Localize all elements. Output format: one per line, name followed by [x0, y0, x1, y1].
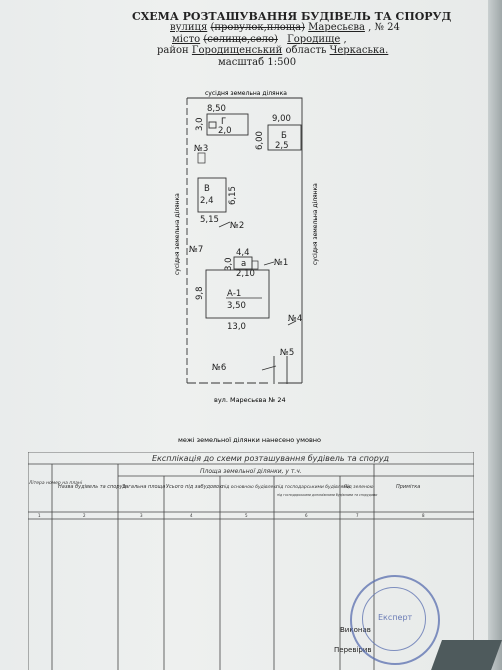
building-g-annex: [208, 121, 217, 129]
building-a-small-width: 4,4: [236, 248, 250, 258]
site-plan: сусідня земельна ділянка сусідня земельн…: [174, 90, 321, 444]
col-header-note: Примітка: [396, 484, 420, 490]
building-b-area: 2,5: [275, 141, 289, 151]
plot-boundary-top-right: [187, 97, 303, 383]
col-number-7: 7: [356, 513, 359, 518]
building-a1-letter: А-1: [227, 289, 241, 299]
building-a1: [205, 269, 270, 319]
seal-text: Експерт: [378, 613, 413, 622]
building-a-small-area: 2,10: [236, 269, 255, 279]
col-header-green: Під зеленою: [344, 484, 374, 490]
col-number-8: 8: [422, 513, 425, 518]
table-title: Експлікація до схеми розташування будіве…: [152, 454, 390, 463]
background-edge: [488, 0, 502, 670]
building-b-width: 9,00: [272, 114, 291, 124]
marker-3: №3: [194, 144, 208, 154]
building-b: [267, 124, 302, 151]
street-type: вулиця: [170, 22, 208, 33]
marker-4: №4: [288, 314, 302, 324]
col-number-2: 2: [83, 513, 86, 518]
building-g-letter: Г: [221, 117, 226, 127]
marker-5: №5: [280, 348, 294, 358]
col-header-name: Назва будівель та споруд: [58, 484, 127, 490]
settlement-label: місто: [172, 34, 201, 45]
col-header-farm: під господарськими допоміжними будівлями…: [277, 493, 377, 497]
building-g-area: 2,0: [218, 126, 232, 136]
table-group-header: Площа земельної ділянки, у т.ч.: [200, 468, 302, 475]
col-number-4: 4: [190, 513, 193, 518]
boundary-note: межі земельної ділянки нанесено умовно: [178, 436, 321, 444]
marker-1-leader: [263, 261, 275, 266]
col-header-no: Літера номер на плані: [28, 480, 83, 486]
region-name: Черкаська.: [329, 45, 389, 56]
col-number-3: 3: [140, 513, 143, 518]
marker-2: №2: [230, 221, 244, 231]
neighbor-left-label: сусідня земельна ділянка: [174, 193, 181, 275]
building-g-width: 8,50: [207, 104, 226, 114]
col-header-total: Загальна площа: [122, 484, 165, 490]
settlement-alt: (селище,село): [203, 34, 278, 45]
street-name: Маресьєва: [308, 22, 365, 33]
building-g-depth: 3,0: [195, 117, 205, 131]
building-v-area: 2,4: [200, 196, 214, 206]
marker-1: №1: [274, 258, 288, 268]
background-strip: [431, 640, 502, 670]
official-seal: Експерт: [350, 575, 440, 665]
marker-6: №6: [212, 363, 226, 373]
checker-label: Перевірив: [334, 646, 372, 654]
building-v-width: 5,15: [200, 215, 219, 225]
marker-2-leader: [218, 221, 231, 228]
building-a1-area: 3,50: [227, 301, 246, 311]
explication-table: Експлікація до схеми розташування будіве…: [28, 452, 474, 670]
building-a-small-letter: а: [241, 259, 246, 269]
street-label: вул. Маресьєва № 24: [214, 396, 286, 404]
address-settlement-line: місто (селище,село) Городище ,: [172, 34, 347, 45]
street-type-alt: (провулок,площа): [210, 22, 305, 33]
building-v-depth: 6,15: [228, 186, 238, 205]
marker-box-3: [197, 152, 206, 164]
seal-inner-ring: [362, 587, 426, 651]
neighbor-top-label: сусідня земельна ділянка: [205, 90, 287, 97]
col-number-5: 5: [245, 513, 248, 518]
col-number-6: 6: [305, 513, 308, 518]
address-street-line: вулиця (провулок,площа) Маресьєва , № 24: [170, 22, 400, 33]
document-title: СХЕМА РОЗТАШУВАННЯ БУДІВЕЛЬ ТА СПОРУД: [132, 10, 452, 23]
building-v-letter: В: [204, 184, 210, 194]
scale-label: масштаб 1:500: [218, 57, 297, 68]
settlement-name: Городище: [287, 34, 341, 45]
building-a-small-depth: 3,0: [224, 257, 234, 271]
building-v: [197, 177, 227, 213]
building-a1-depth: 9,8: [195, 286, 205, 300]
building-b-letter: Б: [281, 131, 287, 141]
district-name: Городищенський: [191, 45, 283, 56]
neighbor-right-label: сусідня земельна ділянка: [312, 183, 319, 265]
building-b-depth: 6,00: [255, 131, 265, 150]
building-a-porch: [251, 260, 259, 270]
region-label: область: [285, 45, 327, 56]
col-number-1: 1: [38, 513, 41, 518]
address-district-line: район Городищенський область Черкаська.: [157, 45, 388, 56]
street-number: , № 24: [368, 22, 400, 33]
col-header-built: Усього під забудовою: [166, 484, 223, 490]
building-a1-width: 13,0: [227, 322, 246, 332]
settlement-tail: ,: [343, 34, 347, 45]
marker-4-leader: [287, 320, 297, 326]
col-header-outbuild: під господарськими будівлями: [276, 484, 350, 490]
building-g: [206, 113, 249, 136]
col-header-main: під основною будівлею: [222, 484, 277, 490]
district-prefix: район: [157, 45, 189, 56]
marker-6-leader: [261, 365, 277, 371]
marker-7: №7: [189, 245, 203, 255]
